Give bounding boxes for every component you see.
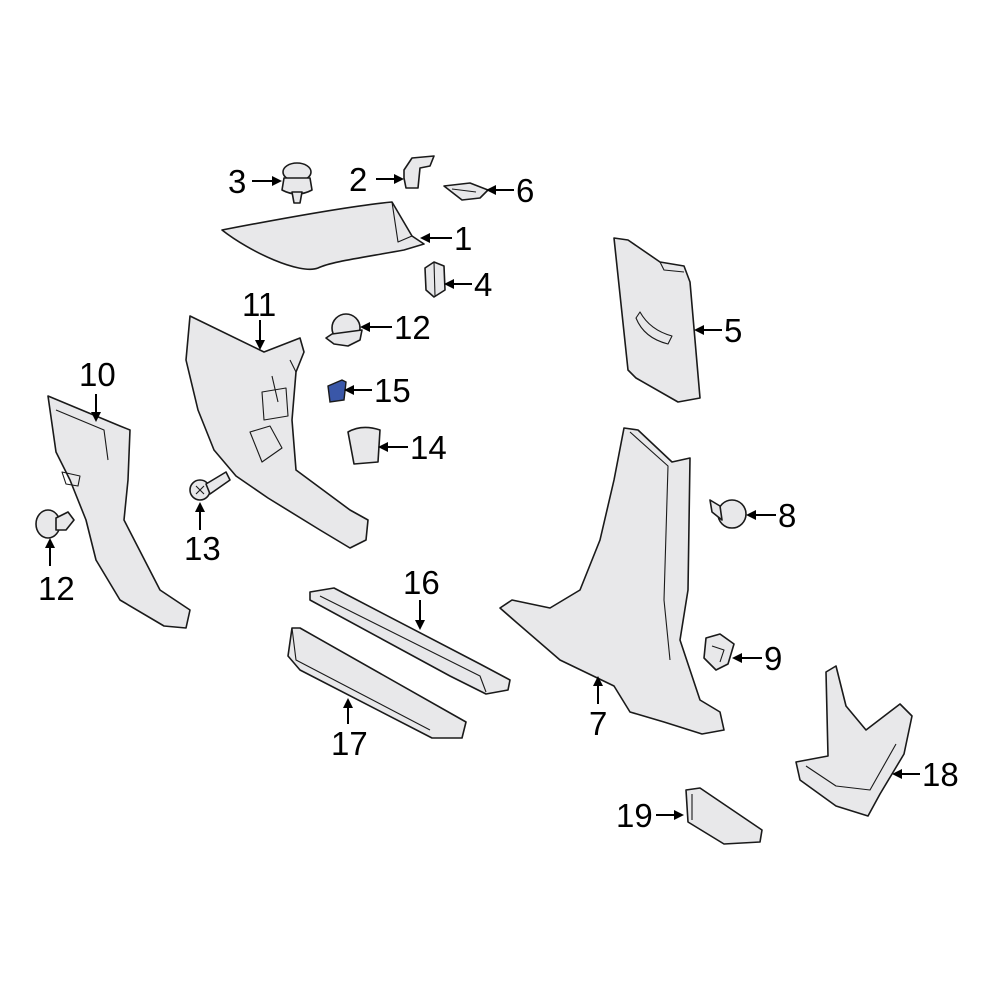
callout-14: 14 <box>378 429 447 466</box>
callout-label-7: 7 <box>589 705 607 742</box>
part-15-pad[interactable] <box>327 379 347 403</box>
part-9-clip[interactable] <box>703 633 735 671</box>
callout-label-11: 11 <box>242 286 276 323</box>
callout-label-9: 9 <box>764 640 782 677</box>
callout-15: 15 <box>344 372 411 409</box>
callout-18: 18 <box>892 756 959 793</box>
part-6-clip[interactable] <box>443 182 489 201</box>
callout-8: 8 <box>746 497 796 534</box>
callout-label-10: 10 <box>79 356 116 393</box>
callout-11: 11 <box>242 286 276 350</box>
callout-label-12-lower: 12 <box>38 570 75 607</box>
part-15-fill <box>327 379 347 403</box>
callout-label-17: 17 <box>331 725 368 762</box>
callout-5: 5 <box>694 312 742 349</box>
callout-label-5: 5 <box>724 312 742 349</box>
callout-6: 6 <box>486 172 534 209</box>
callout-label-6: 6 <box>516 172 534 209</box>
callout-label-12-upper: 12 <box>394 309 431 346</box>
callout-7: 7 <box>589 676 607 742</box>
callout-label-4: 4 <box>474 266 492 303</box>
callout-16: 16 <box>403 564 440 630</box>
callout-label-14: 14 <box>410 429 447 466</box>
part-3-push-clip[interactable] <box>281 162 313 204</box>
part-13-screw[interactable] <box>189 471 231 501</box>
callout-label-2: 2 <box>349 161 367 198</box>
callout-12-upper: 12 <box>360 309 431 346</box>
callout-2: 2 <box>349 161 404 198</box>
part-14-cover[interactable] <box>347 426 381 465</box>
callout-12-lower: 12 <box>38 538 75 607</box>
callout-19: 19 <box>616 797 684 834</box>
part-16-sill-plate[interactable] <box>309 587 511 695</box>
callout-label-1: 1 <box>454 220 472 257</box>
callout-label-19: 19 <box>616 797 653 834</box>
callout-13: 13 <box>184 502 221 567</box>
callout-label-16: 16 <box>403 564 440 601</box>
part-8-push-pin[interactable] <box>709 499 747 529</box>
callout-3: 3 <box>228 163 282 200</box>
callout-9: 9 <box>732 640 782 677</box>
part-1-upper-trim[interactable] <box>221 201 425 270</box>
part-12-clip-upper[interactable] <box>325 313 363 347</box>
callout-10: 10 <box>79 356 116 422</box>
callout-label-3: 3 <box>228 163 246 200</box>
callout-1: 1 <box>420 220 472 257</box>
callout-label-15: 15 <box>374 372 411 409</box>
callout-label-18: 18 <box>922 756 959 793</box>
callout-17: 17 <box>331 698 368 762</box>
part-18-mud-flap[interactable] <box>795 665 913 817</box>
part-11-pillar-lower-trim[interactable] <box>185 315 369 549</box>
callout-4: 4 <box>444 266 492 303</box>
part-10-rear-trim[interactable] <box>47 395 191 629</box>
part-5-pillar-trim[interactable] <box>613 237 701 403</box>
part-4-retainer[interactable] <box>424 261 446 298</box>
part-19-trim-piece[interactable] <box>685 787 763 845</box>
part-2-bracket[interactable] <box>403 155 435 189</box>
part-12-clip-lower[interactable] <box>35 509 75 539</box>
part-17-scuff-plate[interactable] <box>287 627 467 739</box>
callout-label-8: 8 <box>778 497 796 534</box>
callout-label-13: 13 <box>184 530 221 567</box>
part-7-pillar-trim[interactable] <box>499 427 725 735</box>
